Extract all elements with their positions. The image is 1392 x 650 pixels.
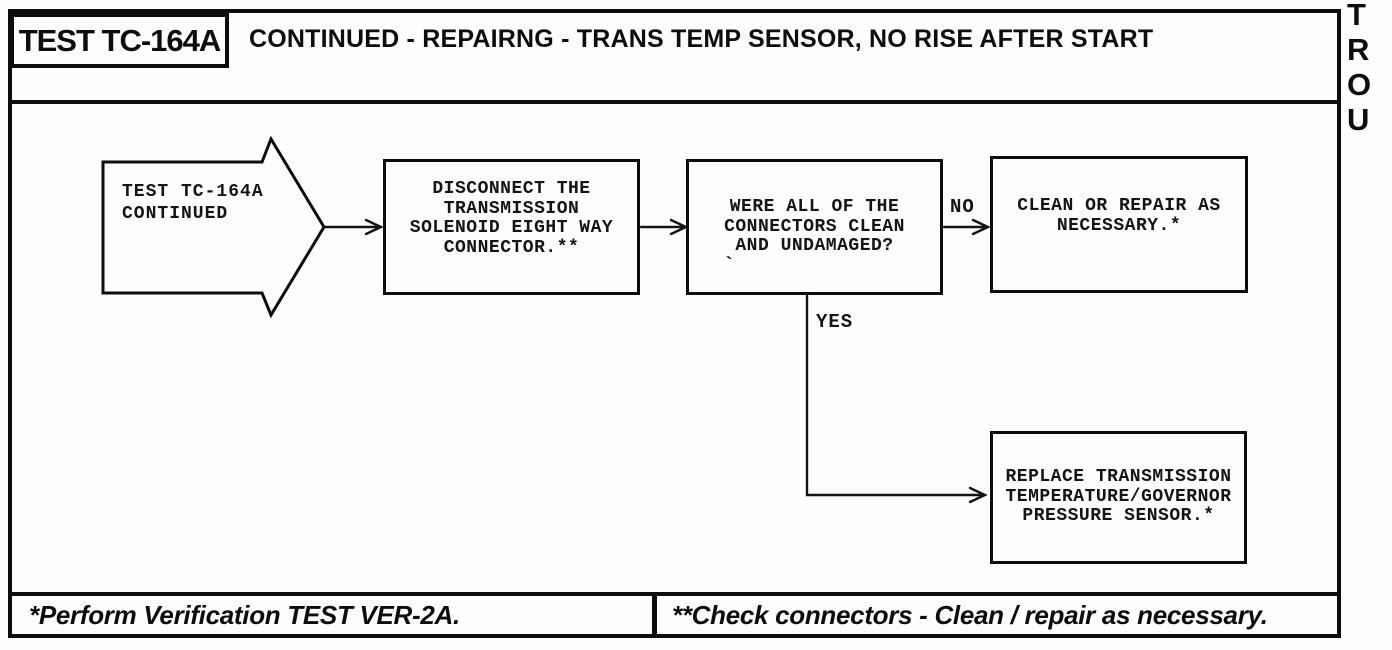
entry-arrow-banner-shape: [101, 135, 326, 319]
footnote-left: *Perform Verification TEST VER-2A.: [29, 599, 460, 630]
section-tab-letter: O: [1347, 67, 1372, 102]
flow-box-replace-sensor: REPLACE TRANSMISSION TEMPERATURE/GOVERNO…: [990, 431, 1247, 564]
connector-entry-to-disconnect: [322, 218, 384, 236]
no-branch-label: NO: [950, 196, 975, 218]
section-tab-letter: T: [1347, 0, 1366, 32]
footnote-right: **Check connectors - Clean / repair as n…: [672, 599, 1268, 630]
flow-box-clean-or-repair: CLEAN OR REPAIR AS NECESSARY.*: [990, 156, 1248, 293]
section-tab-letter: U: [1347, 102, 1370, 137]
connector-no-branch: [942, 218, 991, 236]
test-id-box: TEST TC-164A: [10, 13, 229, 68]
flow-box-question-connectors-clean: WERE ALL OF THE CONNECTORS CLEAN AND UND…: [686, 159, 943, 295]
section-tab-letter: R: [1347, 32, 1370, 67]
footnote-band: *Perform Verification TEST VER-2A. **Che…: [8, 592, 1341, 638]
section-tab-vertical-label: T R O U: [1347, 0, 1381, 137]
entry-node-label: TEST TC-164A CONTINUED: [122, 182, 264, 224]
scan-artifact-mark: `: [723, 255, 736, 278]
connector-yes-branch: [805, 294, 988, 504]
connector-disconnect-to-question: [639, 218, 689, 236]
flow-box-disconnect-connector: DISCONNECT THE TRANSMISSION SOLENOID EIG…: [383, 159, 640, 295]
yes-branch-label: YES: [816, 311, 854, 333]
page-title: CONTINUED - REPAIRNG - TRANS TEMP SENSOR…: [249, 25, 1154, 53]
header-separator-line: [8, 100, 1341, 104]
footnote-divider: [652, 596, 657, 634]
test-id-label: TEST TC-164A: [18, 22, 222, 58]
